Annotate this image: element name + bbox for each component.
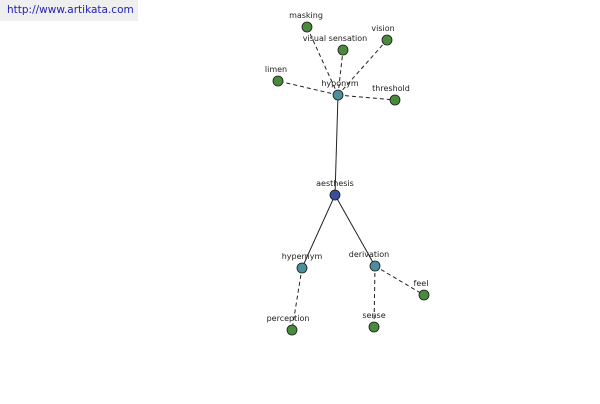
node-vision[interactable] — [381, 34, 393, 46]
source-bar: http://www.artikata.com — [0, 0, 138, 21]
node-limen[interactable] — [272, 75, 284, 87]
edge-hyponym-masking — [306, 26, 339, 96]
node-label-limen[interactable]: limen — [265, 65, 287, 74]
edge-layer — [277, 26, 425, 331]
node-masking[interactable] — [301, 21, 313, 33]
node-layer — [272, 21, 430, 336]
edge-aesthesis-derivation — [334, 194, 376, 267]
edge-derivation-sense — [373, 265, 376, 328]
node-label-masking[interactable]: masking — [289, 11, 323, 20]
edge-hypernym-perception — [291, 267, 303, 331]
node-label-feel[interactable]: feel — [414, 279, 429, 288]
node-aesthesis[interactable] — [329, 189, 341, 201]
node-label-vision[interactable]: vision — [371, 24, 394, 33]
source-link[interactable]: http://www.artikata.com — [7, 4, 134, 16]
edge-hyponym-visual-sensation — [337, 49, 344, 96]
node-label-hypernym[interactable]: hypernym — [282, 252, 323, 261]
edge-aesthesis-hyponym — [334, 94, 339, 196]
node-label-sense[interactable]: sense — [362, 311, 385, 320]
node-visual-sensation[interactable] — [337, 44, 349, 56]
node-perception[interactable] — [286, 324, 298, 336]
node-threshold[interactable] — [389, 94, 401, 106]
edge-hyponym-vision — [337, 39, 388, 96]
node-label-derivation[interactable]: derivation — [349, 250, 389, 259]
node-feel[interactable] — [418, 289, 430, 301]
node-sense[interactable] — [368, 321, 380, 333]
label-layer: aesthesis hyponym hypernym derivation maskin… — [265, 11, 429, 323]
node-hyponym[interactable] — [332, 89, 344, 101]
node-label-aesthesis[interactable]: aesthesis — [316, 179, 354, 188]
node-label-hyponym[interactable]: hyponym — [321, 79, 359, 88]
node-label-visual-sensation[interactable]: visual sensation — [303, 34, 367, 43]
edge-aesthesis-hypernym — [301, 194, 336, 269]
node-hypernym[interactable] — [296, 262, 308, 274]
edge-hyponym-threshold — [337, 94, 396, 101]
edge-derivation-feel — [374, 265, 425, 296]
node-label-threshold[interactable]: threshold — [372, 84, 410, 93]
node-label-perception[interactable]: perception — [267, 314, 310, 323]
edge-hyponym-limen — [277, 80, 339, 96]
node-derivation[interactable] — [369, 260, 381, 272]
